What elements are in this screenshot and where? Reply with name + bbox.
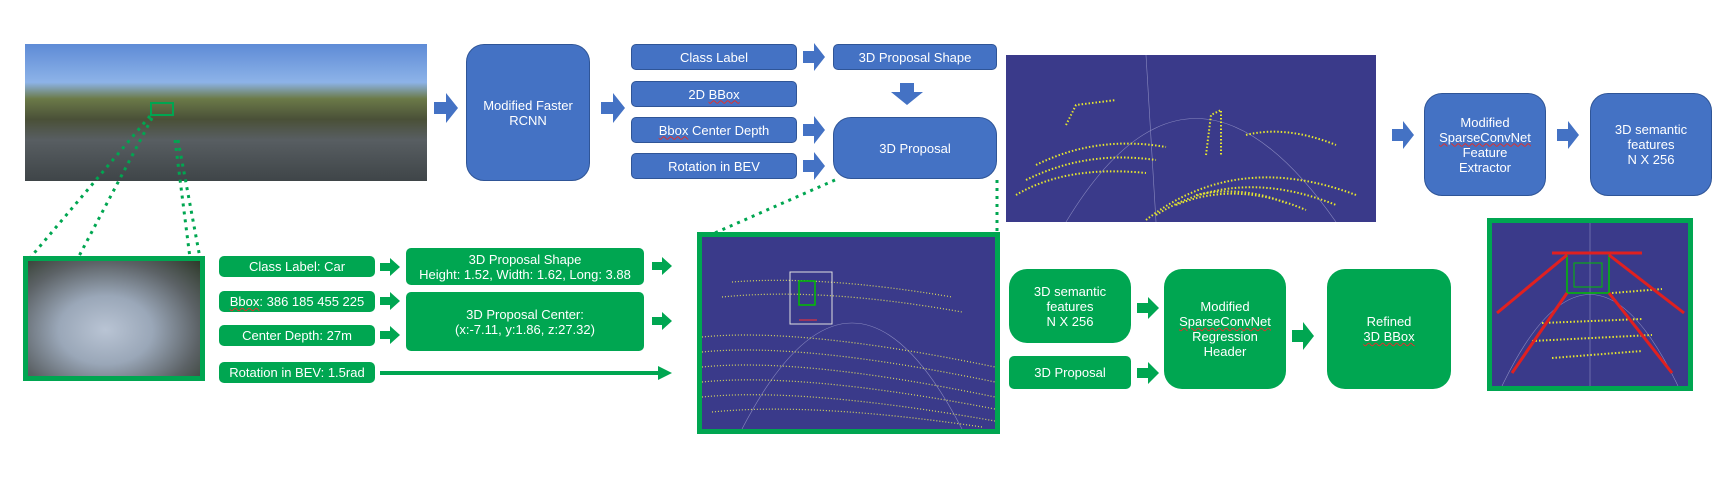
arrow-icon [652,312,672,335]
proposal-box: 3D Proposal [833,117,997,179]
proposal-center-values-box: 3D Proposal Center:(x:-7.11, y:1.86, z:2… [406,292,644,351]
arrow-icon [1137,362,1159,389]
center-depth-box: Center Depth: 27m [219,325,375,346]
arrow-icon [380,292,400,315]
arrow-icon [652,257,672,280]
rotation-bev-box: Rotation in BEV [631,153,797,179]
bbox-values-box: Bbox: 386 185 455 225 [219,291,375,312]
car-crop-image [23,256,205,381]
arrow-icon [1137,297,1159,324]
semantic-features-box: 3D semantic features N X 256 [1590,93,1712,196]
arrow-icon [434,93,458,128]
arrow-icon [803,43,825,76]
refined-bbox-box: Refined 3D BBox [1327,269,1451,389]
arrow-icon [803,116,825,149]
proposal-shape-box: 3D Proposal Shape [833,44,997,70]
arrow-icon [1557,121,1579,154]
proposal-bottom-box: 3D Proposal [1009,356,1131,389]
refined-bbox-point-cloud-image [1487,218,1693,391]
rotation-value-box: Rotation in BEV: 1.5rad [219,362,375,383]
bbox-center-depth-box: Bbox Center Depth [631,117,797,143]
long-arrow-icon [380,366,672,385]
arrow-down-icon [891,83,923,110]
arrow-icon [380,326,400,349]
semantic-features-bottom-box: 3D semantic features N X 256 [1009,269,1131,343]
regression-header-box: Modified SparseConvNet Regression Header [1164,269,1286,389]
arrow-icon [1292,322,1314,355]
feature-extractor-box: Modified SparseConvNet Feature Extractor [1424,93,1546,196]
proposal-point-cloud-image [697,232,1000,434]
arrow-icon [380,258,400,281]
street-scene-image [25,44,427,181]
arrow-icon [1392,121,1414,154]
detected-car-box [150,102,174,116]
lidar-point-cloud-image [1006,55,1376,222]
class-label-box: Class Label [631,44,797,70]
arrow-icon [601,93,625,128]
bbox-2d-box: 2D BBox [631,81,797,107]
class-label-car-box: Class Label: Car [219,256,375,277]
arrow-icon [803,152,825,185]
